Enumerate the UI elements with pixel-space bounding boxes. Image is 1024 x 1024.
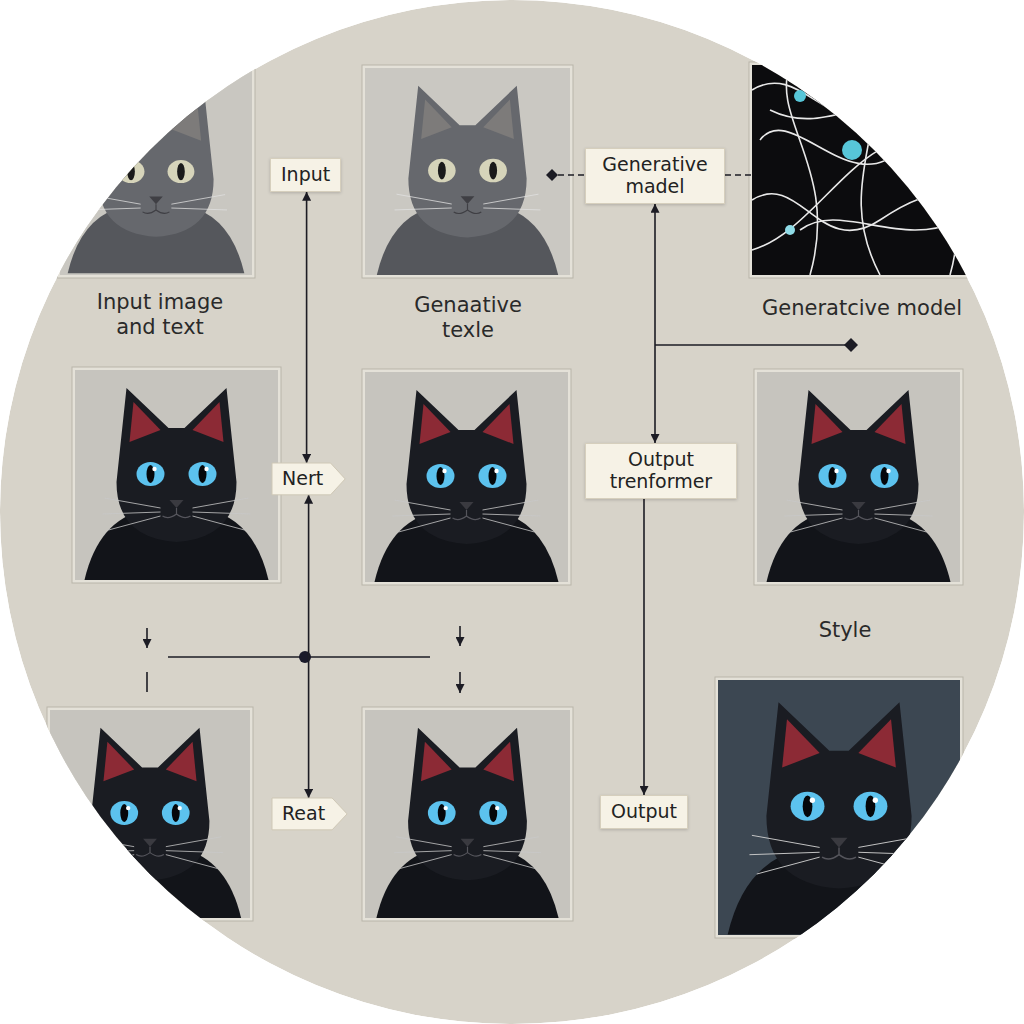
leader-lines (147, 175, 846, 693)
image-caption: Genaative texle (403, 293, 533, 343)
box-text: Input (281, 164, 330, 186)
diamond-tip (546, 169, 558, 181)
box-text: Nert (282, 468, 323, 490)
cat-tile (362, 65, 573, 278)
box-text: Reat (282, 803, 325, 825)
box-text: Output trenformer (596, 449, 726, 493)
connector (308, 495, 310, 798)
model-box: Generative madel (585, 148, 725, 204)
image-caption: Generatcive model (757, 296, 967, 321)
cat-tile (362, 369, 571, 585)
connector (306, 192, 308, 463)
cat-tile (47, 707, 253, 921)
image-caption: Style (785, 618, 905, 643)
step-tag: Reat (272, 798, 347, 830)
box-text: Generative madel (596, 154, 714, 198)
transformer-box: Output trenformer (585, 443, 737, 499)
connector (654, 204, 656, 443)
cat-tile (715, 677, 963, 938)
network-image (749, 62, 1009, 278)
output-box: Output (600, 795, 688, 829)
diamond-tip (844, 338, 858, 352)
image-caption: Input image and text (85, 290, 235, 340)
box-text: Output (611, 801, 677, 823)
cat-tile (362, 707, 573, 921)
cat-tile (754, 369, 963, 585)
input-tag: Input (270, 158, 341, 192)
cat-tile (72, 367, 281, 583)
step-tag: Nert (272, 463, 345, 495)
connector (643, 499, 645, 795)
cat-tile (57, 67, 255, 278)
